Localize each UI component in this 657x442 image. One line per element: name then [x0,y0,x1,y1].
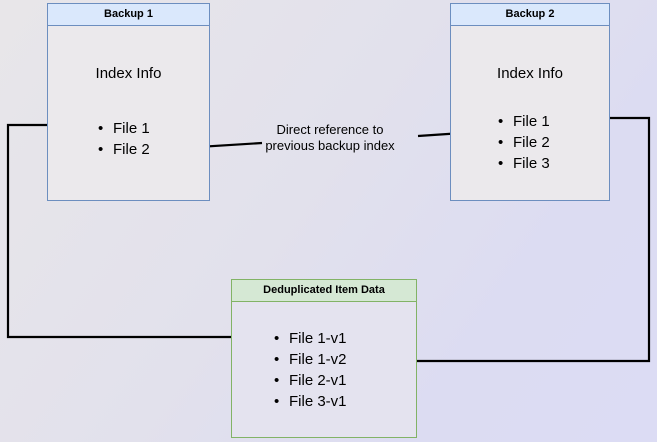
backup-1-header: Backup 1 [48,4,209,26]
direct-reference-label: Direct reference to previous backup inde… [250,122,410,154]
list-item: File 3-v1 [274,391,347,412]
backup-2-header: Backup 2 [451,4,609,26]
direct-reference-label-line-2: previous backup index [265,138,395,153]
backup-2-box[interactable]: Backup 2 Index Info File 1 File 2 File 3 [450,3,610,201]
backup-2-index-label: Index Info [497,65,563,82]
backup-1-file-list: File 1 File 2 [98,118,150,160]
backup-2-file-list: File 1 File 2 File 3 [498,111,550,174]
list-item: File 1-v2 [274,349,347,370]
list-item: File 1 [98,118,150,139]
list-item: File 2-v1 [274,370,347,391]
deduplicated-item-data-body: File 1-v1 File 1-v2 File 2-v1 File 3-v1 [232,302,416,437]
list-item: File 2 [98,139,150,160]
deduplicated-item-data-header: Deduplicated Item Data [232,280,416,302]
deduplicated-item-data-box[interactable]: Deduplicated Item Data File 1-v1 File 1-… [231,279,417,438]
list-item: File 1-v1 [274,328,347,349]
backup-1-box[interactable]: Backup 1 Index Info File 1 File 2 [47,3,210,201]
list-item: File 3 [498,153,550,174]
list-item: File 2 [498,132,550,153]
backup-2-body: Index Info File 1 File 2 File 3 [451,26,609,200]
dedup-file-list: File 1-v1 File 1-v2 File 2-v1 File 3-v1 [274,328,347,412]
backup-1-body: Index Info File 1 File 2 [48,26,209,200]
backup-1-index-label: Index Info [95,65,162,82]
connector-backup2-to-dedup [382,116,651,366]
list-item: File 1 [498,111,550,132]
direct-reference-label-line-1: Direct reference to [276,122,384,137]
